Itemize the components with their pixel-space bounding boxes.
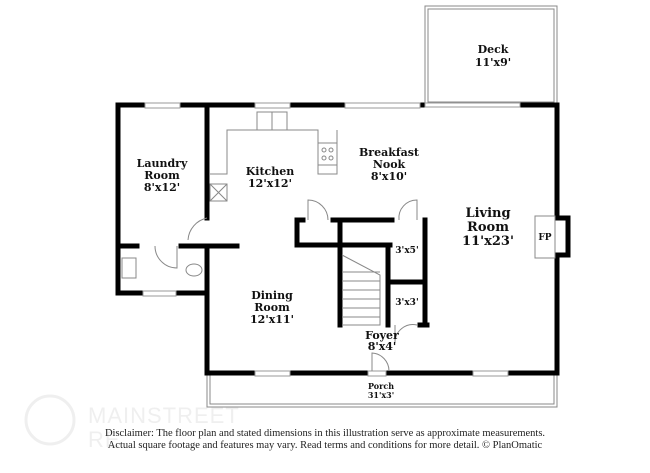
laundry-label: Laundry [137,157,188,170]
kitchen-counters [121,111,556,372]
deck-label: Deck [478,43,509,56]
dining-label: Dining [251,289,293,302]
porch-label: Porch [368,381,394,391]
closet-1-size: 3'x5' [395,246,418,256]
nook-size: 8'x10' [371,170,407,183]
laundry-label-2: Room [144,169,180,182]
living-size: 11'x23' [462,234,514,249]
closet-2-size: 3'x3' [395,298,418,308]
porch-size: 31'x3' [368,390,394,400]
living-label-2: Room [467,220,509,235]
dining-label-2: Room [254,301,290,314]
fireplace-label: FP [538,233,551,243]
disclaimer-line-1: Disclaimer: The floor plan and stated di… [104,428,546,439]
disclaimer-line-2: Actual square footage and features may v… [107,440,543,451]
windows [142,102,521,377]
watermark-text-2: RE [88,427,121,452]
watermark-logo: MAINSTREET RE [24,394,239,452]
nook-label-2: Nook [373,158,406,171]
foyer-size: 8'x4' [368,340,397,353]
laundry-size: 8'x12' [144,181,180,194]
living-label: Living [465,206,510,221]
foyer-label: Foyer [365,329,399,342]
dining-size: 12'x11' [250,313,294,326]
nook-label: Breakfast [359,146,420,159]
kitchen-size: 12'x12' [248,177,292,190]
kitchen-label: Kitchen [246,165,295,178]
deck-size: 11'x9' [475,56,511,69]
